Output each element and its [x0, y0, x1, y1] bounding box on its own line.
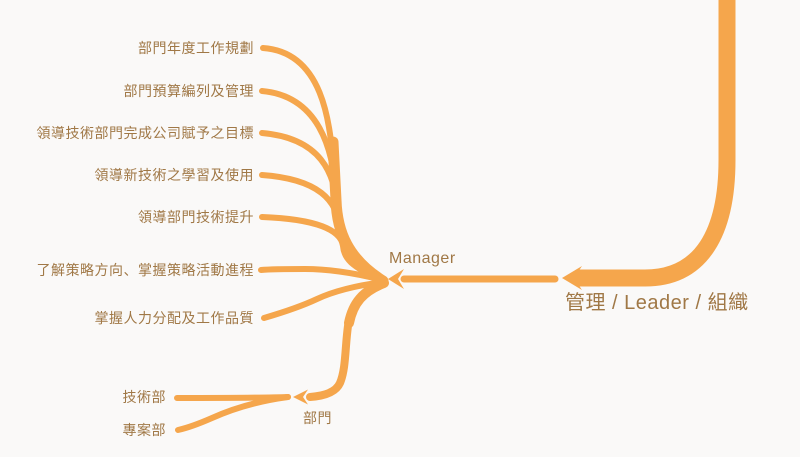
branch-child-5 [258, 265, 385, 283]
branch-child-6 [261, 279, 386, 321]
department-collapse-chevron[interactable] [293, 389, 308, 405]
manager-child-node-6[interactable]: 掌握人力分配及工作品質 [94, 310, 254, 326]
project-dept-node[interactable]: 專案部 [122, 422, 166, 438]
manager-child-node-4[interactable]: 領導部門技術提升 [138, 209, 254, 225]
root-branch-curve [571, 0, 736, 287]
manager-child-node-3[interactable]: 領導新技術之學習及使用 [94, 167, 254, 183]
manager-child-node-2[interactable]: 領導技術部門完成公司賦予之目標 [36, 125, 254, 141]
manager-child-node-1[interactable]: 部門預算編列及管理 [123, 83, 254, 99]
branch-child-2 [259, 130, 386, 284]
branch-project-dept [175, 394, 291, 433]
branch-child-4 [259, 214, 386, 284]
department-branch [306, 279, 388, 401]
manager-node[interactable]: Manager [389, 250, 456, 267]
department-node[interactable]: 部門 [303, 410, 332, 426]
manager-collapse-chevron[interactable] [388, 269, 404, 289]
root-node[interactable]: 管理 / Leader / 組織 [565, 292, 749, 314]
tech-dept-node[interactable]: 技術部 [122, 389, 166, 405]
manager-child-node-5[interactable]: 了解策略方向、掌握策略活動進程 [36, 262, 254, 278]
branch-child-1 [259, 88, 386, 284]
manager-child-node-0[interactable]: 部門年度工作規劃 [138, 40, 254, 56]
root-collapse-chevron[interactable] [562, 266, 582, 290]
